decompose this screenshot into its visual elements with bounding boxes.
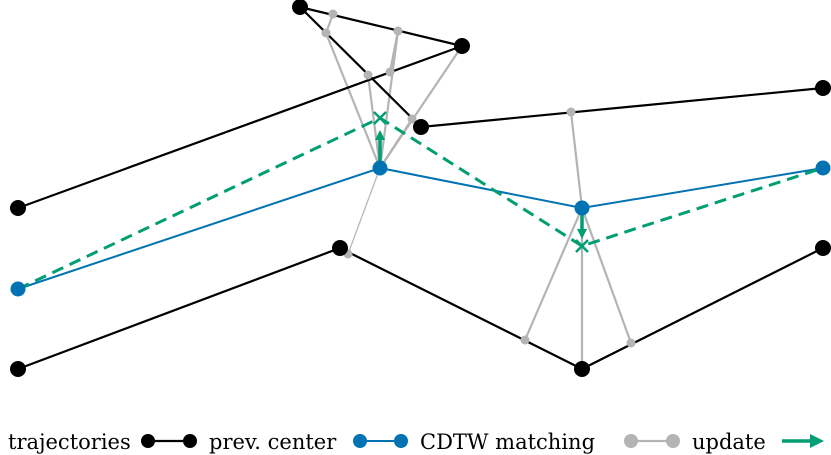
legend-update-arrow-icon — [782, 434, 824, 448]
legend-update-label: update — [692, 430, 766, 454]
center-vertex — [574, 200, 590, 216]
cdtw-matching-lines — [324, 13, 633, 369]
legend-matching-symbol — [624, 434, 680, 448]
trajectory-vertex — [292, 0, 308, 15]
legend-matching-label: CDTW matching — [420, 430, 595, 454]
matching-line — [378, 30, 400, 169]
matching-line — [379, 118, 413, 169]
trajectory-vertex — [815, 240, 831, 256]
trajectory-vertex — [815, 80, 831, 96]
trajectory-vertices — [10, 0, 831, 377]
matched-point — [566, 107, 576, 117]
trajectory-vertex — [10, 361, 26, 377]
legend-trajectories-label: trajectories — [8, 430, 131, 454]
matched-point — [393, 26, 403, 36]
prev-center-curve — [17, 166, 824, 290]
prev-center-vertices — [10, 160, 831, 297]
matching-line — [347, 167, 381, 255]
center-vertex — [815, 160, 831, 176]
matching-line — [366, 74, 382, 169]
trajectory-vertex — [574, 361, 590, 377]
matched-point — [321, 28, 331, 38]
updated-vertex-x — [575, 239, 589, 253]
trajectory-vertex — [413, 119, 429, 135]
center-vertex — [10, 281, 26, 297]
update-markers — [373, 111, 589, 253]
legend-prev-center-label: prev. center — [209, 430, 337, 454]
legend-trajectories-symbol — [141, 434, 197, 448]
trajectory-bottom — [17, 246, 824, 371]
update-arrows — [375, 130, 587, 239]
matched-point — [385, 67, 395, 77]
matched-point — [520, 335, 530, 345]
matched-point — [407, 114, 417, 124]
trajectory-vertex — [332, 240, 348, 256]
updated-vertex-x — [373, 111, 387, 125]
matched-point — [328, 9, 338, 19]
matched-points — [321, 9, 636, 348]
trajectory-vertex — [454, 38, 470, 54]
matching-line — [569, 111, 584, 209]
legend-prev-center-symbol — [353, 434, 408, 448]
updated-center-curve — [17, 116, 824, 291]
matched-point — [363, 70, 373, 80]
legend: trajectories prev. center CDTW matching … — [8, 430, 824, 454]
trajectory-vertex — [10, 200, 26, 216]
matching-line — [523, 207, 584, 341]
matching-line — [324, 13, 382, 169]
matching-line — [580, 207, 633, 344]
center-vertex — [372, 160, 388, 176]
matched-point — [626, 338, 636, 348]
